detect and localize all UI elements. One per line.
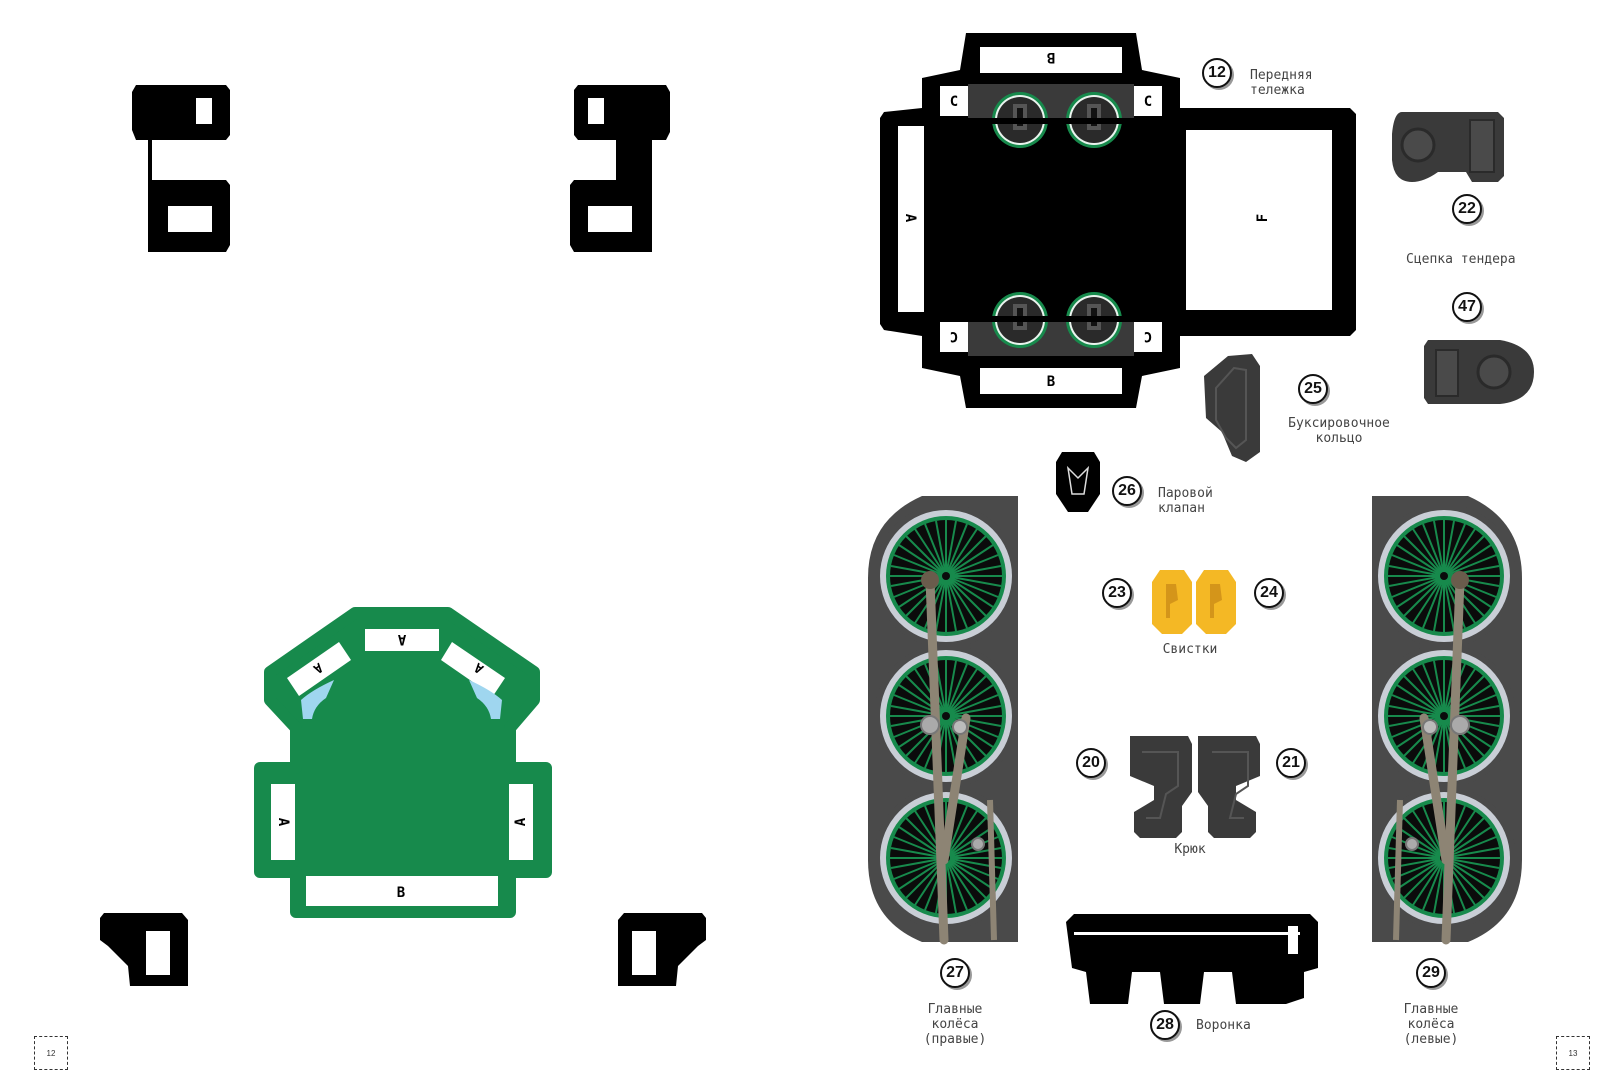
part-number-badge-47: 47 — [1452, 292, 1482, 322]
part-number-badge-23: 23 — [1102, 578, 1132, 608]
caption-tender-coupling: Сцепка тендера — [1406, 252, 1516, 267]
svg-text:A: A — [397, 631, 406, 647]
page-number-left: 12 — [34, 1036, 68, 1070]
svg-text:A: A — [275, 818, 291, 827]
main-wheels-left-part-29 — [1342, 490, 1522, 950]
black-bracket-left — [132, 85, 230, 252]
part-number-badge-24: 24 — [1254, 578, 1284, 608]
svg-text:A: A — [902, 214, 918, 223]
green-cab-template: A A A A A B — [254, 607, 552, 918]
main-wheels-right-part-27 — [868, 490, 1048, 950]
hook-part-21 — [1198, 736, 1260, 838]
part-number-badge-25: 25 — [1298, 374, 1328, 404]
black-foot-right — [618, 913, 706, 986]
svg-text:C: C — [1144, 94, 1152, 110]
caption-steam-valve: Паровой клапан — [1158, 486, 1213, 516]
caption-whistles: Свистки — [1162, 642, 1218, 657]
part-number-badge-29: 29 — [1416, 958, 1446, 988]
svg-text:C: C — [1144, 328, 1152, 344]
part-47 — [1424, 340, 1534, 404]
svg-text:B: B — [1047, 49, 1055, 65]
caption-front-bogie: Передняя тележка — [1250, 68, 1313, 98]
caption-main-wheels-left: Главные колёса (левые) — [1403, 1002, 1459, 1047]
part-number-badge-22: 22 — [1452, 194, 1482, 224]
part-number-badge-21: 21 — [1276, 748, 1306, 778]
svg-text:C: C — [950, 328, 958, 344]
caption-main-wheels-right: Главные колёса (правые) — [923, 1002, 987, 1047]
svg-text:C: C — [950, 94, 958, 110]
part-number-badge-20: 20 — [1076, 748, 1106, 778]
whistle-part-24 — [1196, 570, 1236, 634]
whistle-part-23 — [1152, 570, 1192, 634]
part-number-badge-12: 12 — [1202, 58, 1232, 88]
funnel-part-28 — [1066, 914, 1318, 1004]
svg-text:A: A — [513, 817, 529, 826]
svg-text:B: B — [1047, 374, 1055, 390]
caption-hook: Крюк — [1174, 842, 1206, 857]
hook-part-20 — [1130, 736, 1192, 838]
part-number-badge-28: 28 — [1150, 1010, 1180, 1040]
caption-towing-ring: Буксировочное кольцо — [1288, 416, 1390, 446]
part-number-badge-27: 27 — [940, 958, 970, 988]
caption-funnel: Воронка — [1196, 1018, 1251, 1033]
tender-coupling-part-22 — [1392, 112, 1504, 182]
towing-ring-part-25 — [1204, 354, 1260, 462]
steam-valve-part-26 — [1056, 452, 1100, 512]
black-foot-left — [100, 913, 188, 986]
page-number-right: 13 — [1556, 1036, 1590, 1070]
front-bogie-template: B B C C C C A F — [880, 33, 1356, 408]
svg-text:B: B — [397, 885, 405, 901]
svg-text:F: F — [1255, 214, 1271, 222]
part-number-badge-26: 26 — [1112, 476, 1142, 506]
black-bracket-right — [570, 85, 670, 252]
